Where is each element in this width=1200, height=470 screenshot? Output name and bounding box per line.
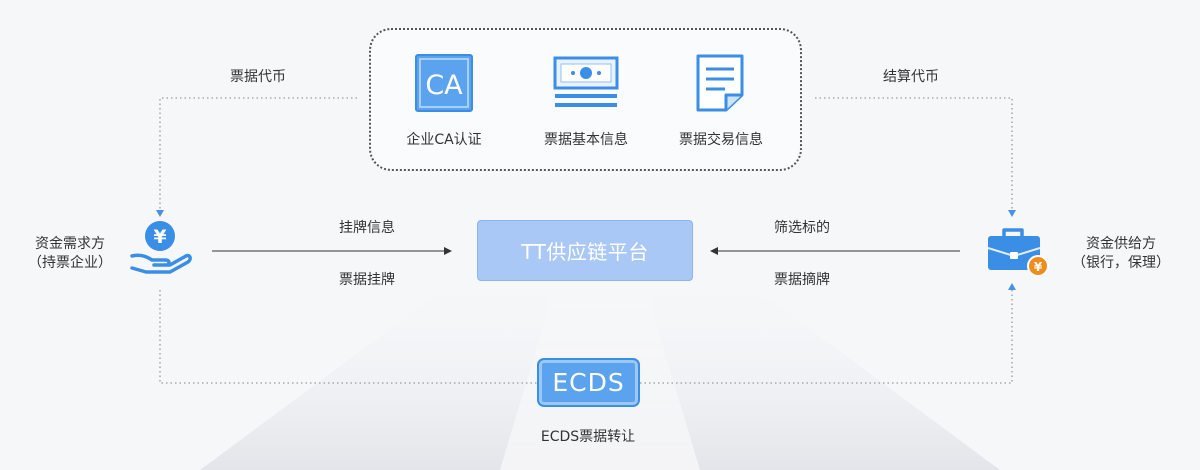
platform-box: TT供应链平台 [477, 220, 693, 281]
document-icon [696, 54, 744, 112]
arrowhead-left [444, 247, 452, 255]
arrowhead-bottom-right [1008, 283, 1016, 290]
arrowhead-right [710, 247, 718, 255]
platform-label: TT供应链平台 [521, 240, 649, 264]
arrowhead-top-left [156, 210, 164, 217]
doc-label-basic-info: 票据基本信息 [544, 132, 628, 148]
doc-label-ca: 企业CA认证 [406, 132, 482, 148]
demand-label-line1: 资金需求方 [35, 236, 105, 252]
right-flow-bottom-label: 票据摘牌 [774, 272, 830, 288]
hand-yen-icon: ¥ [130, 221, 192, 274]
ecds-badge: ECDS [537, 358, 640, 407]
left-flow-bottom-label: 票据挂牌 [339, 272, 395, 288]
supply-label-line2: （银行，保理） [1072, 255, 1170, 271]
right-flow-top-label: 筛选标的 [774, 220, 830, 236]
top-right-label: 结算代币 [883, 69, 939, 85]
ca-icon-text: CA [425, 70, 463, 101]
yen-glyph-demand: ¥ [153, 226, 166, 248]
dotted-connector-bottom [159, 290, 537, 384]
dotted-connector-top-left [159, 97, 357, 210]
demand-label-line2: （持票企业） [28, 255, 112, 271]
arrowhead-top-right [1008, 210, 1016, 217]
doc-label-transaction-info: 票据交易信息 [679, 132, 763, 148]
ca-certificate-icon: CA [415, 54, 473, 112]
banknote-icon [553, 56, 619, 107]
top-left-label: 票据代币 [230, 69, 286, 85]
briefcase-yen-icon: ¥ [987, 228, 1049, 277]
dotted-connector-top-right [815, 97, 1013, 210]
yen-glyph-supply: ¥ [1034, 260, 1043, 274]
left-flow-top-label: 挂牌信息 [339, 220, 395, 236]
supply-label-line1: 资金供给方 [1086, 236, 1156, 252]
dotted-connector-bottom-right [640, 290, 1013, 384]
ecds-caption: ECDS票据转让 [540, 429, 636, 445]
ecds-badge-text: ECDS [552, 368, 625, 397]
